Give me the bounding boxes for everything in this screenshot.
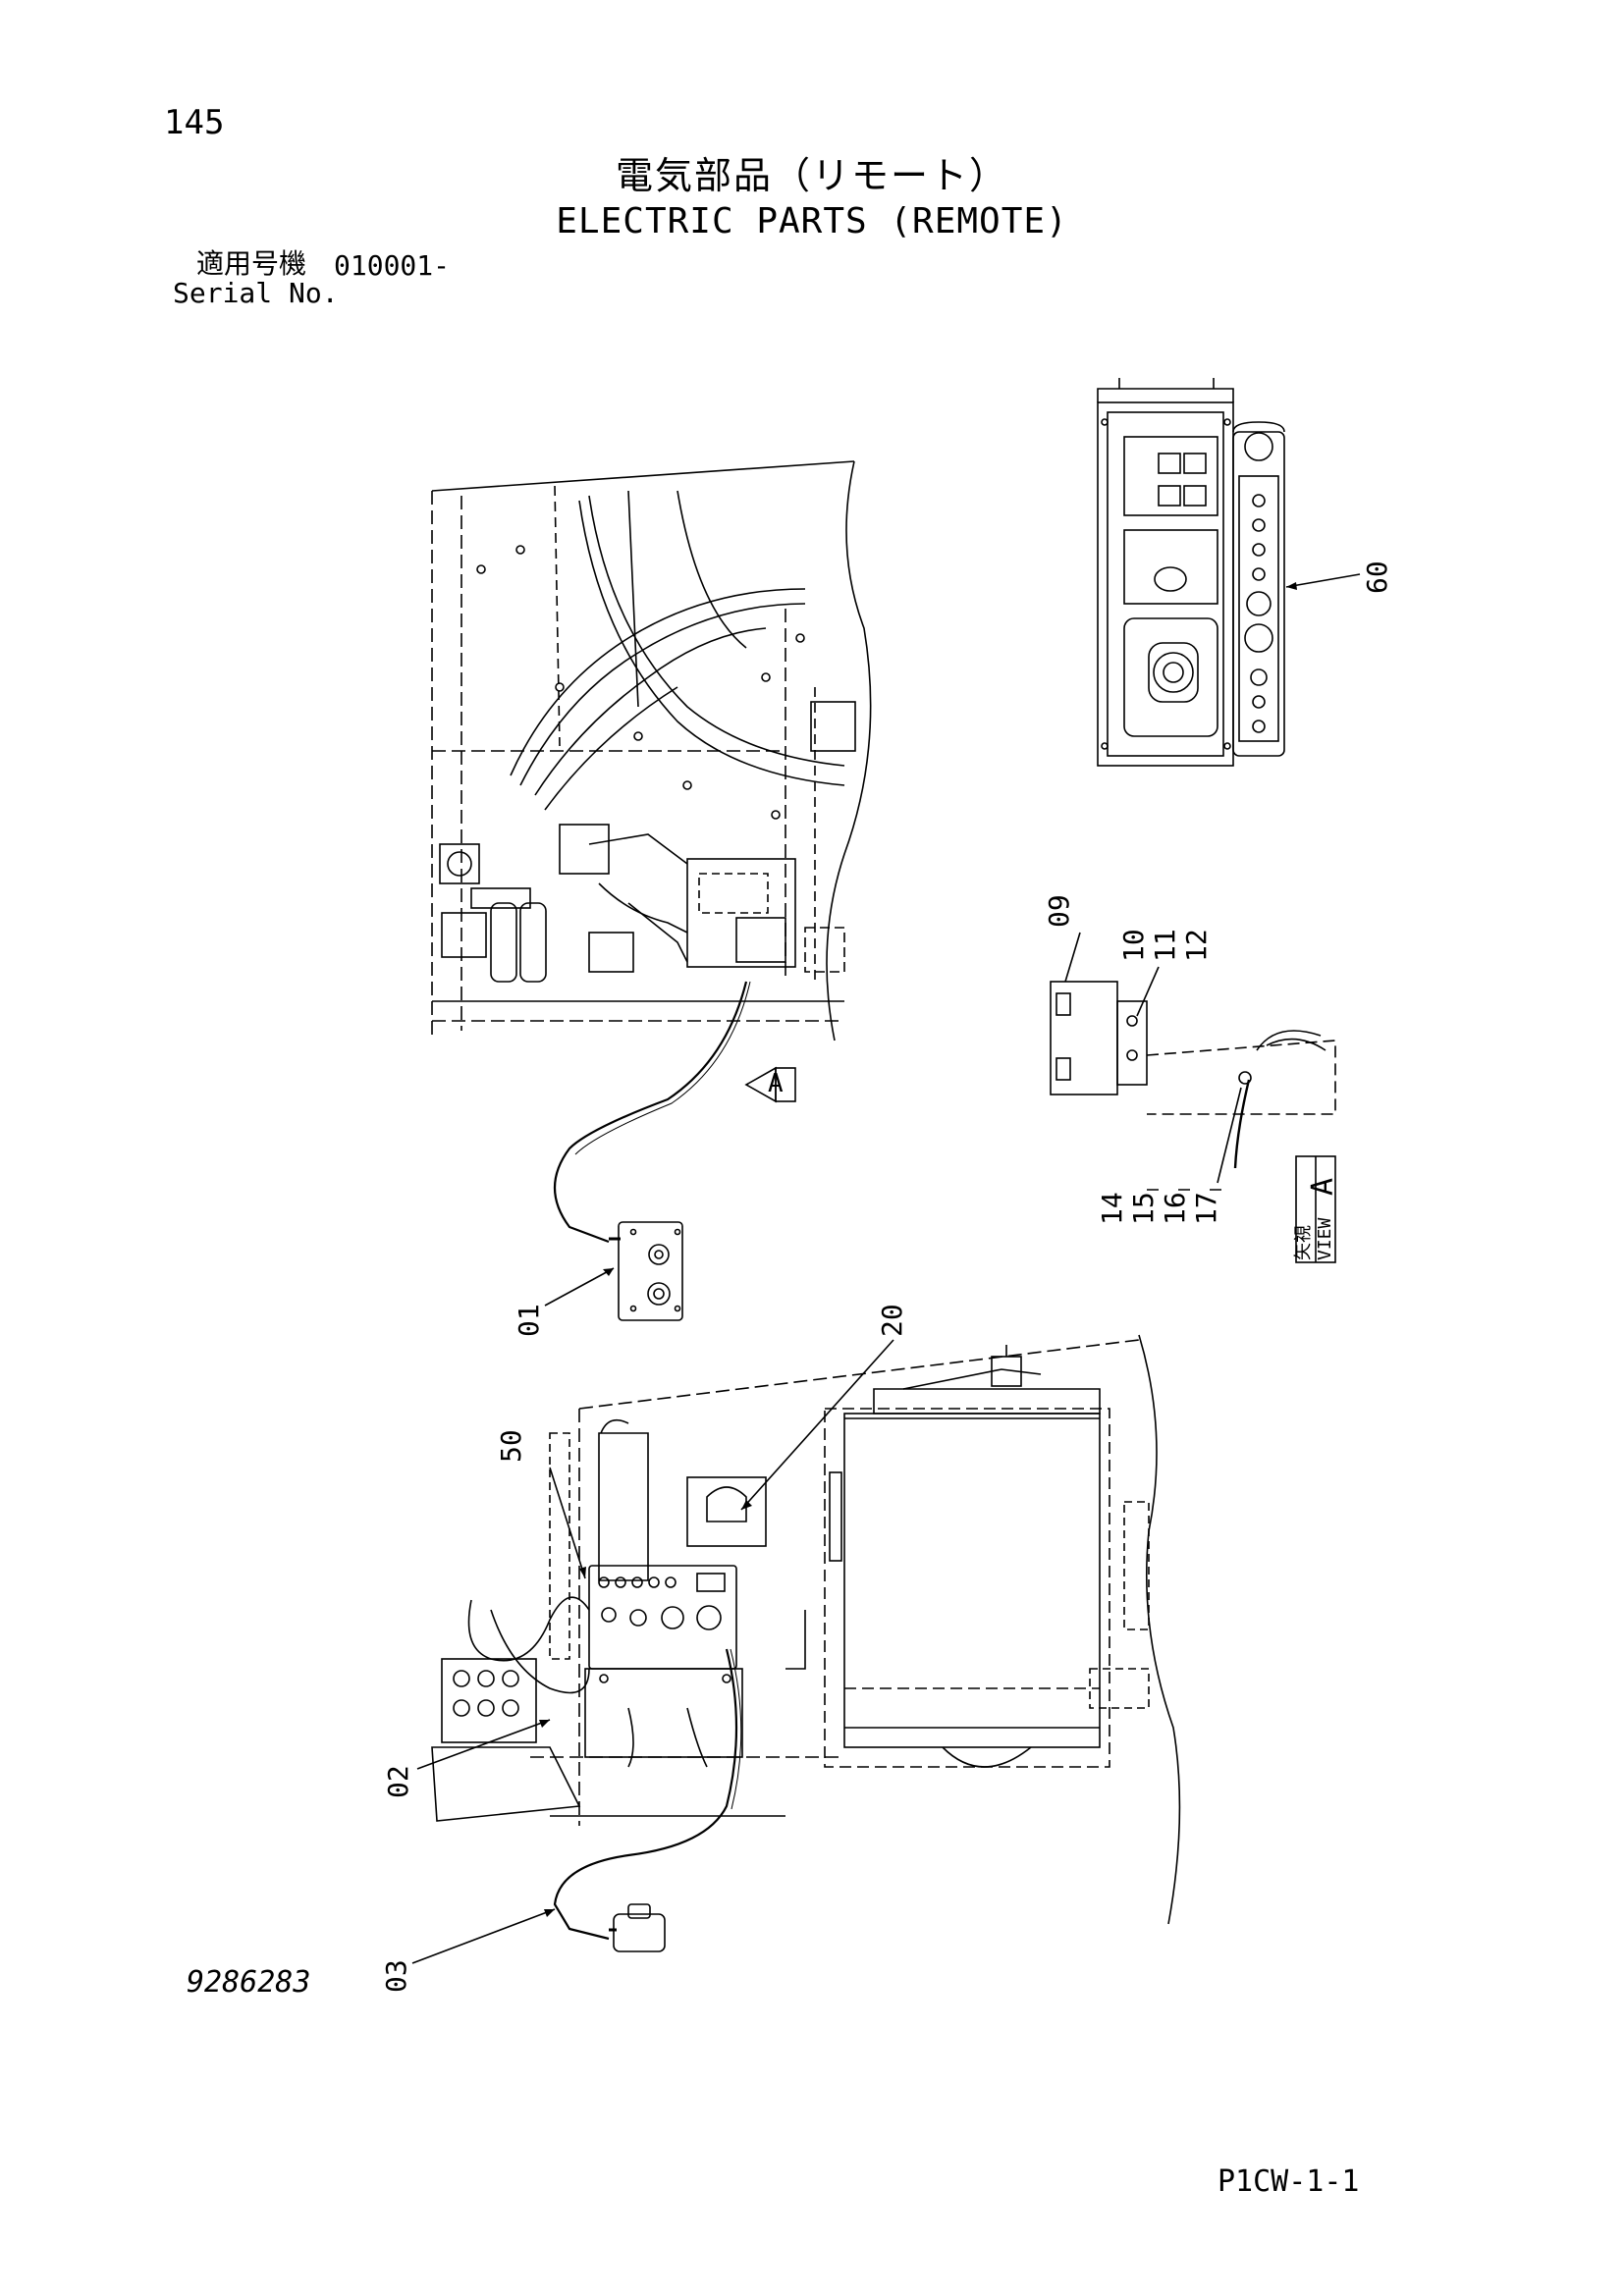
view-arrow-letter: A bbox=[768, 1069, 784, 1098]
callout-09: 09 bbox=[1043, 894, 1075, 928]
leader-03 bbox=[411, 1908, 556, 1964]
serial-label-japanese: 適用号機 bbox=[196, 247, 307, 280]
view-a-detail bbox=[1050, 981, 1336, 1169]
leader-10-12 bbox=[1136, 966, 1160, 1017]
part-01-remote-box bbox=[609, 1221, 683, 1321]
callout-14: 14 bbox=[1096, 1192, 1128, 1225]
leader-14-17 bbox=[1217, 1087, 1242, 1184]
leader-50 bbox=[549, 1467, 586, 1579]
callout-16: 16 bbox=[1159, 1192, 1191, 1225]
page-number: 145 bbox=[164, 103, 225, 142]
view-label-letter: A bbox=[1306, 1178, 1340, 1196]
leader-09 bbox=[1064, 932, 1081, 983]
lower-assembly-drawing bbox=[431, 1334, 1181, 1941]
leader-01 bbox=[544, 1267, 615, 1307]
page-code: P1CW-1-1 bbox=[1218, 2164, 1360, 2199]
callout-15: 15 bbox=[1127, 1192, 1160, 1225]
serial-value: 010001- bbox=[334, 249, 451, 282]
view-label-english: VIEW bbox=[1315, 1217, 1335, 1260]
part-03-pendant bbox=[609, 1903, 666, 1952]
callout-02: 02 bbox=[382, 1765, 414, 1798]
callout-20: 20 bbox=[876, 1304, 908, 1337]
view-a-label-box bbox=[1295, 1155, 1336, 1263]
upper-assembly-drawing bbox=[431, 460, 872, 1244]
callout-50: 50 bbox=[495, 1429, 527, 1463]
callout-03: 03 bbox=[380, 1959, 412, 1993]
callout-11: 11 bbox=[1149, 929, 1181, 962]
callout-12: 12 bbox=[1180, 929, 1213, 962]
leader-60 bbox=[1285, 573, 1361, 588]
drawing-number: 9286283 bbox=[187, 1965, 311, 2000]
callout-17: 17 bbox=[1190, 1192, 1222, 1225]
callout-01: 01 bbox=[513, 1304, 545, 1337]
part-60-control-panel bbox=[1097, 378, 1285, 767]
page-title-english: ELECTRIC PARTS (REMOTE) bbox=[556, 201, 1068, 241]
view-label-japanese: 矢視 bbox=[1293, 1225, 1314, 1260]
leader-02 bbox=[416, 1719, 551, 1770]
page-title-japanese: 電気部品（リモート） bbox=[615, 154, 1008, 197]
leader-20 bbox=[740, 1339, 894, 1511]
callout-60: 60 bbox=[1361, 561, 1393, 594]
callout-10: 10 bbox=[1117, 929, 1150, 962]
serial-label-english: Serial No. bbox=[173, 277, 339, 309]
